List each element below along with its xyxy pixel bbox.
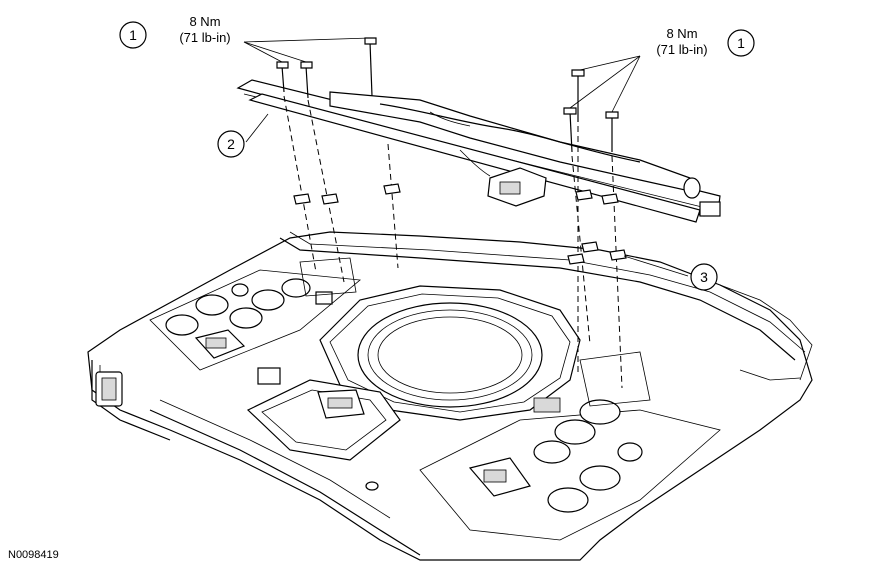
callout-rail: 2: [217, 130, 245, 158]
spare-wheel-well: [319, 285, 581, 421]
callout-number: 1: [129, 27, 137, 43]
figure-id: N0098419: [8, 549, 59, 561]
torque-value-lbin: (71 lb-in): [179, 30, 230, 45]
rail-assembly: [236, 79, 721, 223]
floor-mount-plates: [299, 257, 651, 407]
bolts-right: [563, 69, 619, 153]
leader-lines: [243, 37, 689, 277]
alignment-lines: [283, 95, 623, 389]
callout-number: 2: [227, 136, 235, 152]
callout-right-torque: 1 8 Nm (71 lb-in): [656, 26, 755, 57]
callout-number: 3: [700, 269, 708, 285]
callout-left-torque: 1 8 Nm (71 lb-in): [119, 14, 231, 49]
right-floor-cutouts: [365, 399, 643, 513]
torque-value-lbin: (71 lb-in): [656, 42, 707, 57]
callout-nut: 3: [690, 263, 718, 291]
nut-plates: [293, 183, 627, 265]
torque-value-nm: 8 Nm: [666, 26, 697, 41]
torque-value-nm: 8 Nm: [189, 14, 220, 29]
callout-number: 1: [737, 35, 745, 51]
center-striker-bracket: [246, 379, 401, 461]
left-floor-cutouts: [165, 278, 333, 385]
bolts-left: [276, 37, 377, 99]
